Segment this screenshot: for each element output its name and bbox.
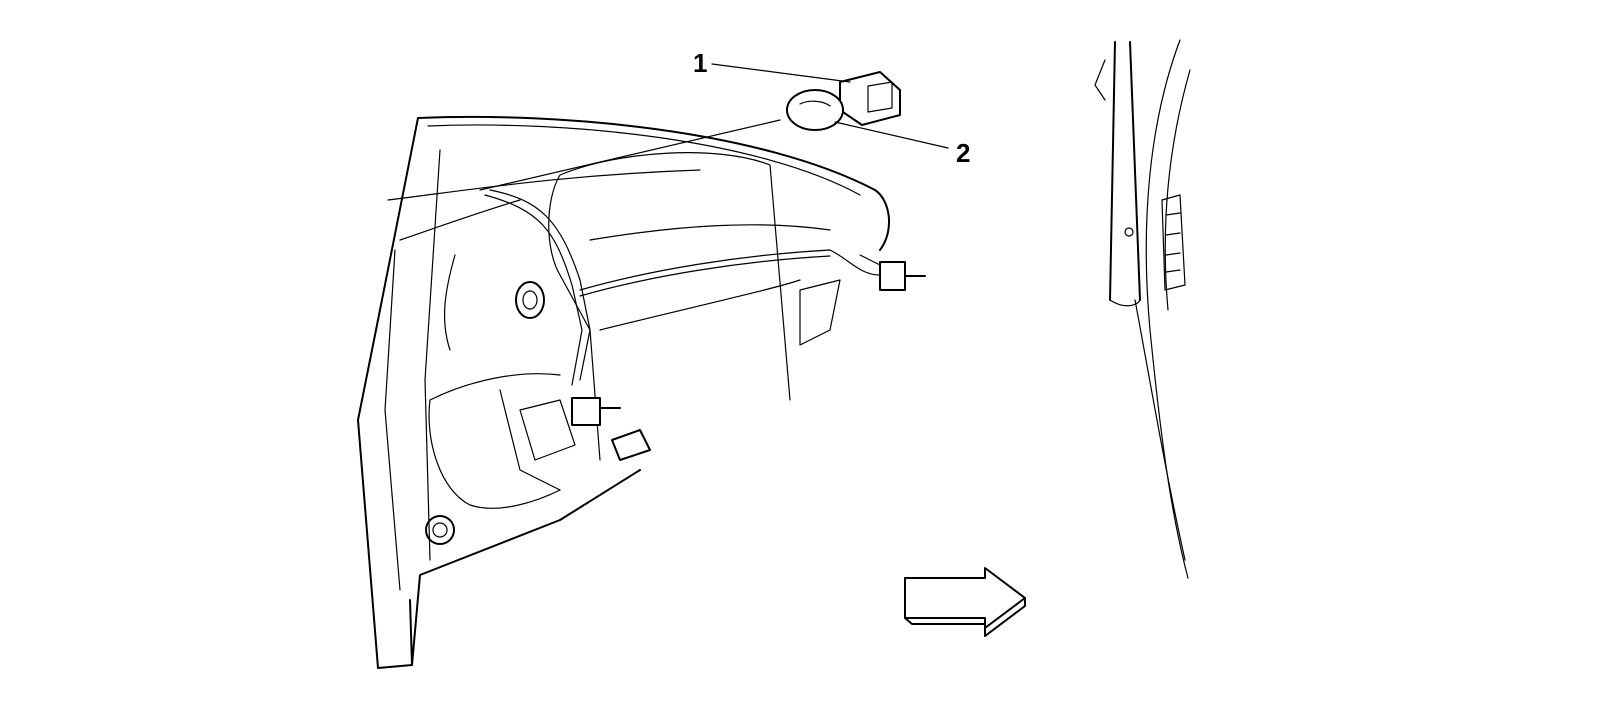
callout-1-label: 1	[693, 48, 707, 78]
tail-lamp-assembly	[357, 115, 926, 669]
bulb	[786, 89, 844, 131]
leader-line-1	[711, 63, 851, 83]
leader-line-2	[834, 121, 949, 149]
callout-leaders	[711, 63, 949, 149]
bulb-socket-detail	[786, 71, 901, 131]
bulb-socket	[839, 71, 901, 126]
callout-2-label: 2	[956, 138, 970, 168]
arrow-right-icon	[904, 567, 1026, 637]
vehicle-body-view	[1094, 39, 1191, 579]
